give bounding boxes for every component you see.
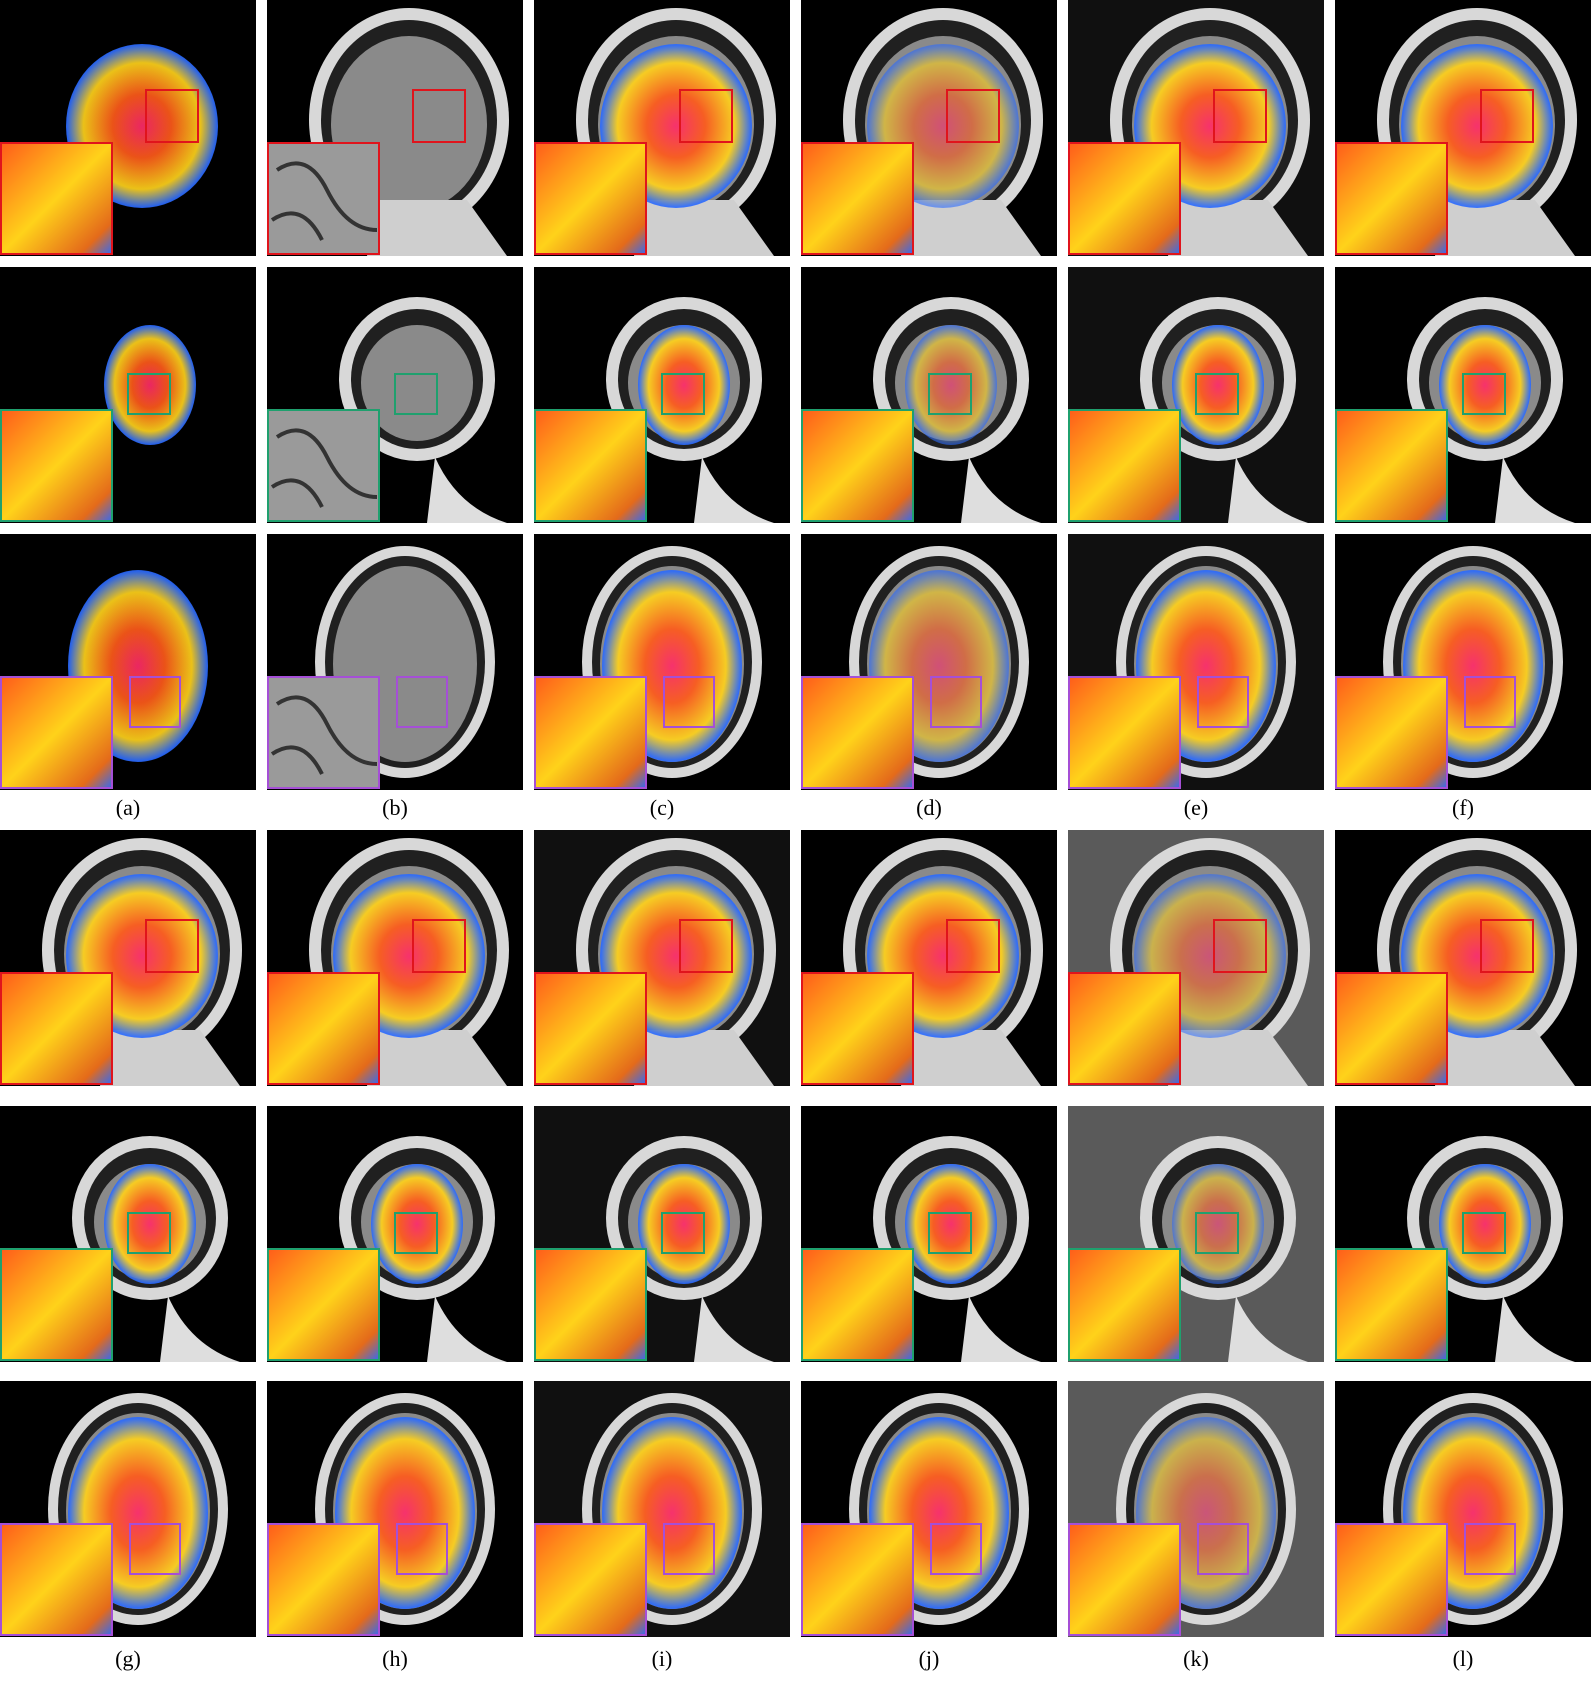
image-tile-posterior-coronal-fused-grey-bg	[1068, 267, 1324, 523]
image-tile-coronal-fused-grey-bg	[1068, 0, 1324, 256]
panel-caption: (g)	[115, 1646, 141, 1671]
brain-image	[0, 830, 256, 1086]
brain-image	[267, 0, 523, 256]
image-tile-posterior-coronal-fused-grey-bg	[534, 1106, 790, 1362]
panel-caption: (l)	[1452, 1646, 1474, 1671]
image-tile-posterior-coronal-fused-sharp	[0, 1106, 256, 1362]
image-tile-axial-fused-grey-bg	[1068, 534, 1324, 790]
brain-image	[1335, 1106, 1591, 1362]
brain-image	[267, 1381, 523, 1637]
image-tile-axial-fused-sharp	[1335, 534, 1591, 790]
image-tile-coronal-fused-light-grey-bg	[1068, 830, 1324, 1086]
image-tile-posterior-coronal-mri	[267, 267, 523, 523]
image-tile-posterior-coronal-fused-light-grey-bg	[1068, 1106, 1324, 1362]
brain-image	[267, 267, 523, 523]
panel-caption: (d)	[916, 795, 942, 820]
image-tile-posterior-coronal-fused-soft	[267, 1106, 523, 1362]
panel-caption: (k)	[1183, 1646, 1209, 1671]
brain-image	[0, 267, 256, 523]
brain-image	[0, 1381, 256, 1637]
image-tile-coronal-pet	[0, 0, 256, 256]
image-tile-coronal-fused-sharp	[0, 830, 256, 1086]
brain-image	[0, 534, 256, 790]
brain-image	[267, 534, 523, 790]
image-tile-axial-fused-sharp	[1335, 1381, 1591, 1637]
brain-image	[801, 534, 1057, 790]
image-tile-posterior-coronal-fused	[801, 1106, 1057, 1362]
image-tile-posterior-coronal-fused-faded	[801, 267, 1057, 523]
brain-image	[801, 0, 1057, 256]
image-tile-coronal-mri	[267, 0, 523, 256]
brain-image	[801, 1106, 1057, 1362]
image-tile-posterior-coronal-fused-sharp	[1335, 267, 1591, 523]
brain-image	[534, 830, 790, 1086]
brain-image	[534, 1381, 790, 1637]
panel-caption: (b)	[382, 795, 408, 820]
brain-image	[801, 267, 1057, 523]
brain-image	[1335, 0, 1591, 256]
panel-caption: (j)	[918, 1646, 940, 1671]
image-tile-coronal-fused	[534, 0, 790, 256]
brain-image	[1068, 1381, 1324, 1637]
brain-image	[801, 1381, 1057, 1637]
brain-image	[534, 267, 790, 523]
image-tile-axial-fused	[534, 534, 790, 790]
brain-image	[267, 1106, 523, 1362]
brain-image	[534, 0, 790, 256]
brain-image	[1335, 1381, 1591, 1637]
brain-image	[1335, 830, 1591, 1086]
image-tile-axial-fused-sharp	[0, 1381, 256, 1637]
panel-caption: (f)	[1452, 795, 1474, 820]
image-tile-coronal-fused	[801, 830, 1057, 1086]
image-tile-coronal-fused-soft	[267, 830, 523, 1086]
image-tile-coronal-fused-grey-bg	[534, 830, 790, 1086]
image-tile-axial-pet	[0, 534, 256, 790]
panel-caption: (i)	[651, 1646, 673, 1671]
panel-caption: (c)	[649, 795, 675, 820]
brain-image	[534, 1106, 790, 1362]
brain-image	[801, 830, 1057, 1086]
image-tile-coronal-fused-sharp	[1335, 830, 1591, 1086]
brain-image	[0, 1106, 256, 1362]
brain-image	[1068, 0, 1324, 256]
brain-image	[1335, 267, 1591, 523]
image-tile-axial-fused	[801, 1381, 1057, 1637]
brain-image	[1335, 534, 1591, 790]
brain-image	[1068, 830, 1324, 1086]
image-tile-posterior-coronal-fused-sharp	[1335, 1106, 1591, 1362]
image-tile-coronal-fused-sharp	[1335, 0, 1591, 256]
panel-caption: (h)	[382, 1646, 408, 1671]
brain-image	[1068, 1106, 1324, 1362]
image-tile-axial-fused-light-grey-bg	[1068, 1381, 1324, 1637]
brain-image	[534, 534, 790, 790]
brain-image	[1068, 267, 1324, 523]
image-tile-axial-mri	[267, 534, 523, 790]
panel-caption: (e)	[1183, 795, 1209, 820]
image-tile-axial-fused-grey-bg	[534, 1381, 790, 1637]
panel-caption: (a)	[115, 795, 141, 820]
image-tile-posterior-coronal-fused	[534, 267, 790, 523]
image-tile-axial-fused-soft	[267, 1381, 523, 1637]
brain-image	[267, 830, 523, 1086]
image-tile-axial-fused-faded	[801, 534, 1057, 790]
brain-image	[1068, 534, 1324, 790]
image-tile-coronal-fused-faded	[801, 0, 1057, 256]
brain-image	[0, 0, 256, 256]
image-tile-posterior-coronal-pet	[0, 267, 256, 523]
